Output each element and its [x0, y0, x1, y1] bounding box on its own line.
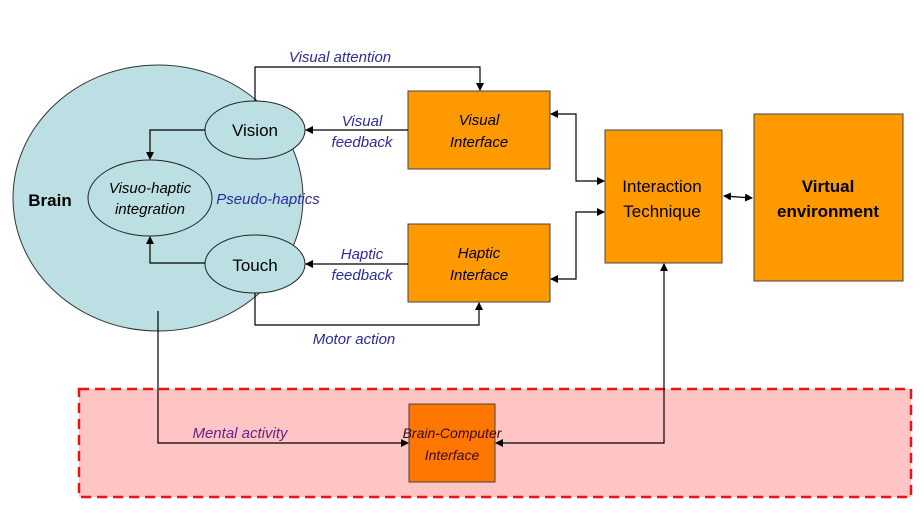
- edge-visual-attention: [254, 66, 484, 101]
- visual-interface-label-1: Visual: [459, 112, 500, 129]
- bci-label-2: Interface: [425, 447, 480, 463]
- edge-interaction-virtual: [723, 192, 753, 202]
- integration-node[interactable]: [87, 159, 213, 237]
- virtual-environment-box[interactable]: [753, 113, 904, 282]
- edge-visual-interaction: [550, 110, 605, 185]
- visual-attention-label: Visual attention: [289, 49, 391, 66]
- edge-bci-interaction: [495, 263, 668, 447]
- edge-vision-integration: [146, 129, 205, 160]
- visual-interface-label-2: Interface: [450, 134, 508, 151]
- haptic-interface-label-2: Interface: [450, 267, 508, 284]
- haptic-feedback-label-1: Haptic: [341, 246, 384, 263]
- edge-touch-integration: [146, 236, 205, 264]
- interaction-technique-box[interactable]: [604, 129, 723, 264]
- interaction-technique-label-1: Interaction: [622, 177, 701, 196]
- bci-label-1: Brain-Computer: [403, 425, 503, 441]
- touch-label: Touch: [232, 256, 277, 275]
- bci-box[interactable]: [408, 403, 496, 483]
- visual-interface-box[interactable]: [407, 90, 551, 170]
- integration-label-2: integration: [115, 201, 185, 218]
- virtual-environment-label-2: environment: [777, 202, 879, 221]
- edge-motor-action: [254, 293, 483, 326]
- vision-label: Vision: [232, 121, 278, 140]
- haptic-interface-label-1: Haptic: [458, 245, 501, 262]
- virtual-environment-label-1: Virtual: [802, 177, 855, 196]
- visual-feedback-label-1: Visual: [342, 113, 383, 130]
- visual-feedback-label-2: feedback: [332, 134, 394, 151]
- interaction-technique-label-2: Technique: [623, 202, 701, 221]
- edge-haptic-interaction: [550, 208, 605, 283]
- integration-label-1: Visuo-haptic: [109, 180, 192, 197]
- brain-label: Brain: [28, 191, 71, 210]
- motor-action-label: Motor action: [313, 331, 396, 348]
- edge-mental-activity: [157, 311, 409, 447]
- haptic-interface-box[interactable]: [407, 223, 551, 303]
- mental-activity-label: Mental activity: [192, 425, 289, 442]
- haptic-feedback-label-2: feedback: [332, 267, 394, 284]
- pseudo-haptics-label: Pseudo-haptics: [216, 191, 320, 208]
